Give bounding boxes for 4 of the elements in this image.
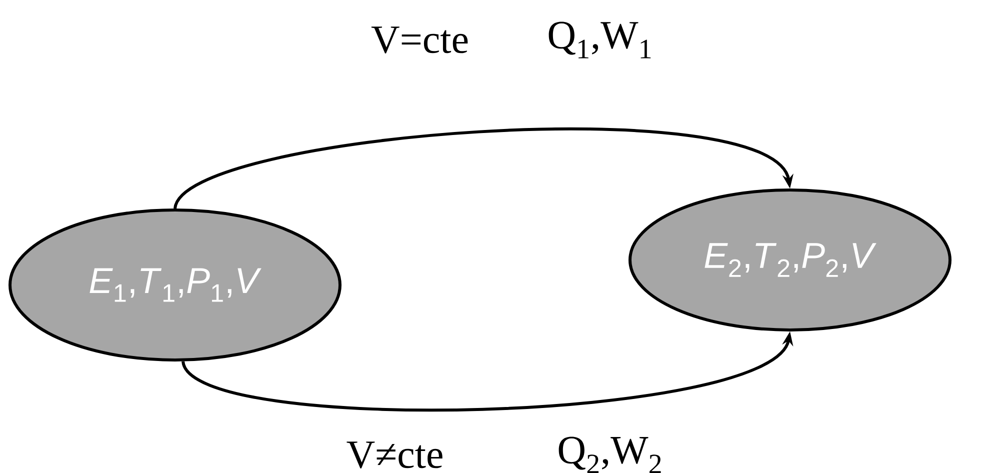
edge-label: V≠cte — [346, 442, 442, 468]
edge-label: V=cte — [371, 26, 468, 54]
process-label: Q$_{2}$,W$_{2}$ — [558, 436, 661, 473]
process-label: Q$_{1}$,W$_{1}$ — [548, 22, 651, 58]
